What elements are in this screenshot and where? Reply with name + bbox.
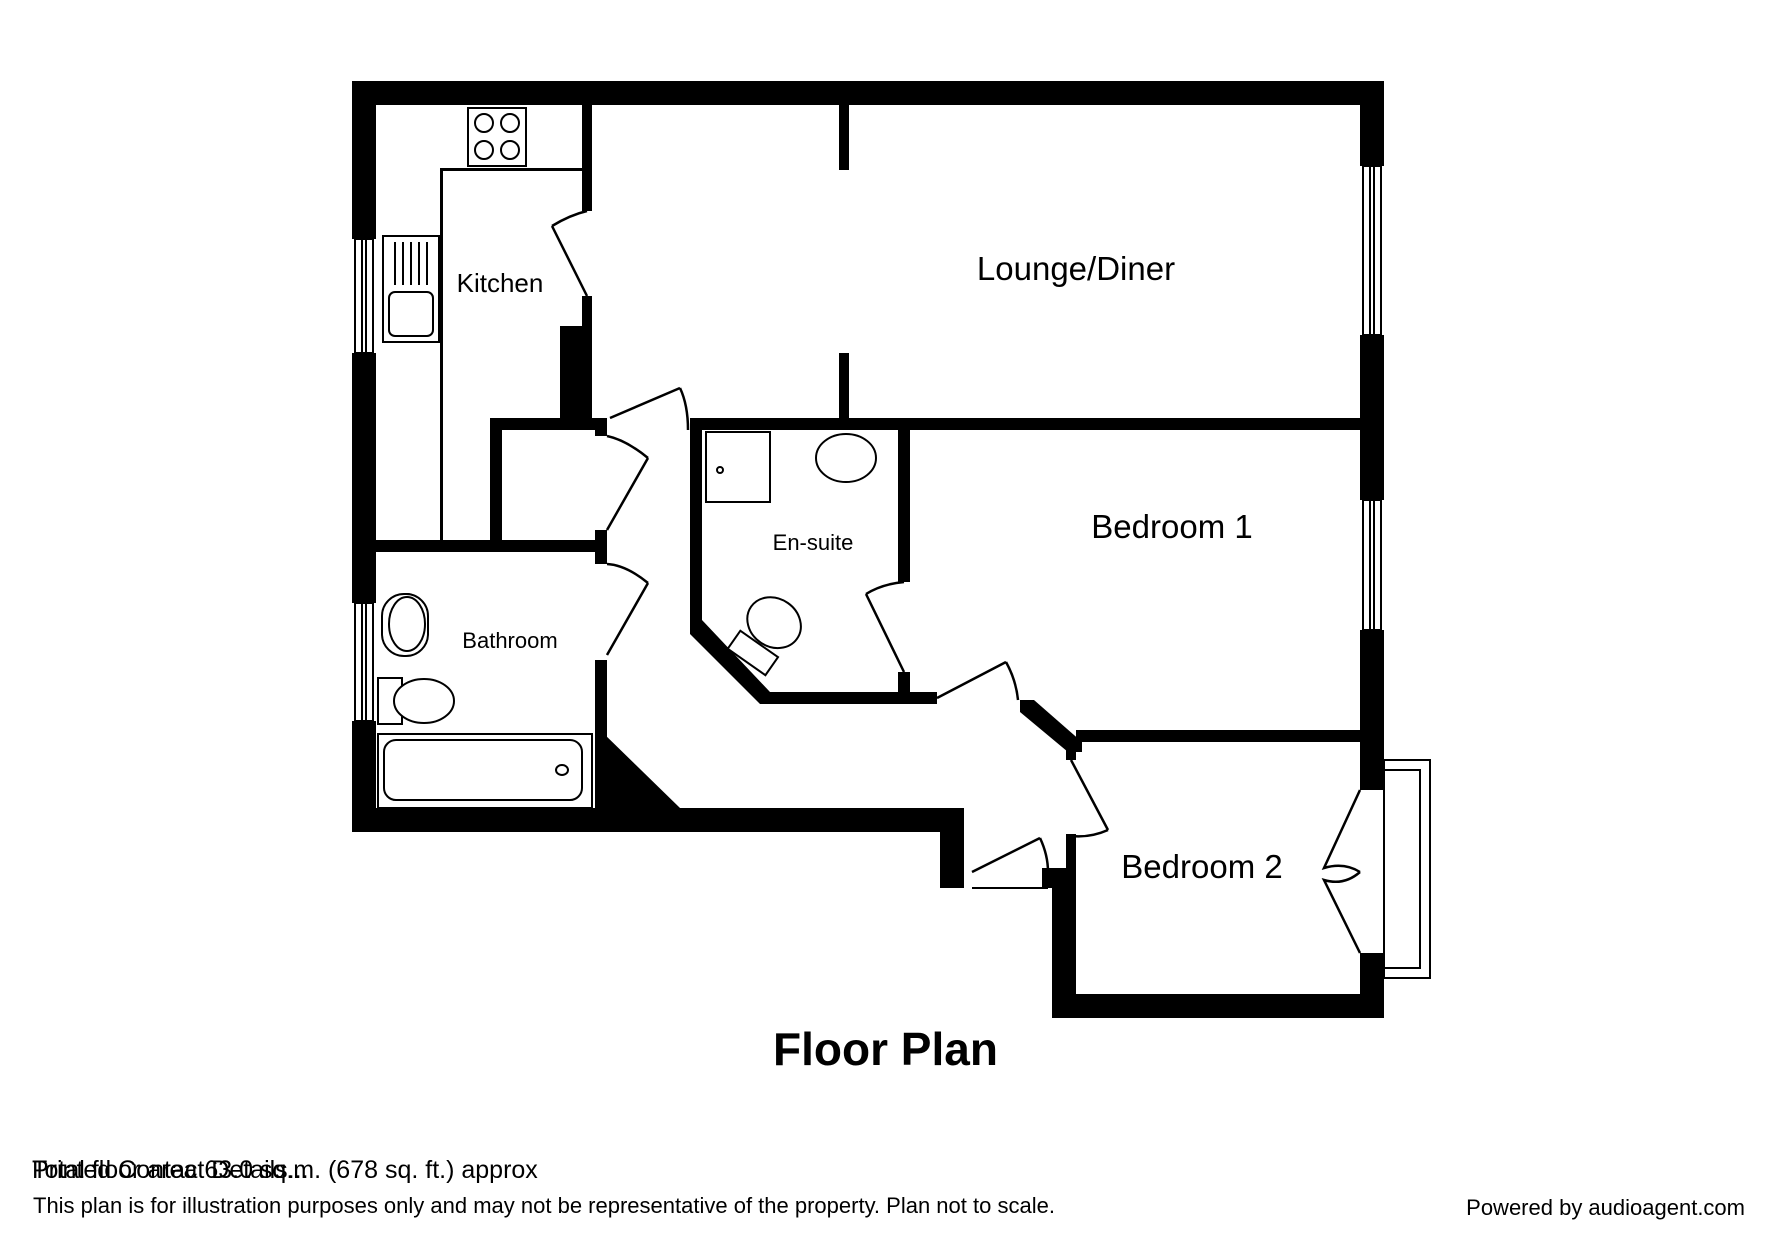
page-title: Floor Plan [773,1023,998,1075]
room-label-bedroom2: Bedroom 2 [1121,848,1282,885]
room-label-bedroom1: Bedroom 1 [1091,508,1252,545]
bathroom-toilet-icon [377,677,455,725]
ensuite-basin-icon [815,433,877,483]
room-label-lounge: Lounge/Diner [977,250,1175,287]
window-bedroom1 [1362,499,1382,631]
outer-walls [352,81,1384,1018]
door-bedroom2 [1069,759,1110,838]
door-balcony [1321,789,1362,954]
powered-by-text: Powered by audioagent.com [1466,1195,1745,1220]
floor-area-overlap-text: Printed Contact Details... [32,1156,309,1184]
door-bathroom [605,562,650,656]
window-kitchen [354,238,374,354]
fixtures [377,107,877,809]
door-ensuite [864,580,906,673]
window-bathroom [354,602,374,722]
door-cupboard [605,434,650,531]
door-front [971,836,1050,874]
kitchen-sink-icon [382,235,440,343]
room-label-bathroom: Bathroom [462,628,557,653]
door-bedroom1 [936,660,1020,701]
ensuite-toilet-icon [726,596,802,677]
disclaimer-text: This plan is for illustration purposes o… [33,1193,1055,1218]
floor-area-total: Total floor area 63.0 sq.m. (678 sq. ft.… [32,1156,538,1184]
room-label-kitchen: Kitchen [457,268,544,298]
window-lounge [1362,165,1382,336]
windows [354,165,1431,979]
internal-walls [376,105,1384,888]
room-label-ensuite: En-suite [773,530,854,555]
door-kitchen [550,209,589,297]
hob-icon [467,107,527,167]
doors [550,209,1362,954]
door-hall-kitchen [609,386,690,431]
shower-tray-icon [705,431,771,503]
bath-icon [377,733,593,809]
